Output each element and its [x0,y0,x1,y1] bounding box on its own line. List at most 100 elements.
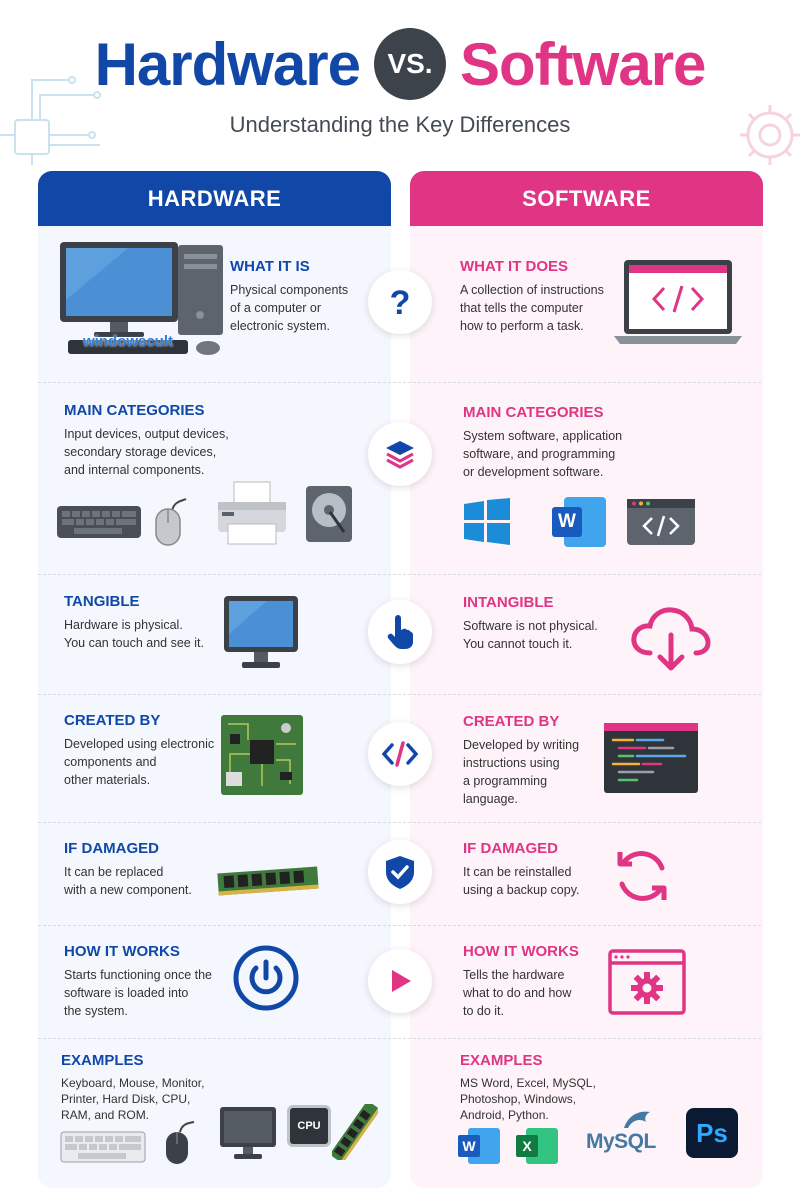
section-title: WHAT IT IS [230,258,310,275]
desktop-computer-icon [60,242,223,355]
example-monitor-icon [220,1107,276,1159]
section-text: System software, application software, a… [463,429,623,479]
title-hardware: Hardware [94,30,361,98]
layers-icon [386,441,414,469]
play-icon [392,970,411,992]
word-example-logo: W [458,1128,500,1164]
center-touch [368,600,432,664]
mysql-text: MySQL [586,1130,656,1154]
circuit-decoration [0,76,101,165]
mysql-wordmark: MySQL [586,1130,656,1153]
question-icon: ? [390,284,411,320]
section-title: EXAMPLES [460,1052,543,1069]
section-text: Developed using electronic components an… [64,737,215,787]
section-title: IF DAMAGED [463,840,558,857]
sw-if-damaged: IF DAMAGED It can be reinstalled using a… [463,840,613,899]
row-divider [38,1038,761,1039]
hw-how-it-works: HOW IT WORKS Starts functioning once the… [64,943,224,1020]
monitor-icon [224,596,298,668]
row-divider [38,574,761,575]
watermark: windowscult [83,333,173,350]
photoshop-logo: Ps [686,1108,738,1158]
hw-what-it-is: WHAT IT IS Physical components of a comp… [230,258,380,335]
center-shield [368,840,432,904]
section-title: IF DAMAGED [64,840,159,857]
gear-decoration [740,105,800,165]
ram-module-icon [217,866,319,896]
section-title: CREATED BY [64,712,161,729]
example-mouse-icon [166,1121,195,1164]
section-text: Software is not physical. You cannot tou… [463,619,598,651]
example-ram-icon [332,1104,378,1160]
section-title: WHAT IT DOES [460,258,569,275]
example-keyboard-icon [60,1131,146,1163]
row-divider [38,925,761,926]
windows-logo-icon [464,498,510,545]
vs-badge: VS. [374,28,447,100]
cloud-download-icon [631,607,711,671]
word-logo-icon: W [552,497,606,547]
hw-examples: EXAMPLES Keyboard, Mouse, Monitor, Print… [61,1052,231,1123]
center-layers [368,422,432,486]
section-title: MAIN CATEGORIES [463,404,604,421]
code-window-icon [627,499,695,545]
section-text: Tells the hardware what to do and how to… [463,968,572,1018]
sw-what-it-does: WHAT IT DOES A collection of instruction… [460,258,620,335]
sw-created-by: CREATED BY Developed by writing instruct… [463,713,603,808]
hw-main-categories: MAIN CATEGORIES Input devices, output de… [64,402,364,479]
refresh-icon [617,851,667,901]
section-text: Keyboard, Mouse, Monitor, Printer, Hard … [61,1076,205,1122]
section-text: Hardware is physical. You can touch and … [64,618,204,650]
cpu-chip-icon: CPU [290,1108,328,1144]
excel-example-letter: X [516,1135,538,1157]
code-icon [381,741,419,767]
center-code [368,722,432,786]
row-divider [38,382,761,383]
section-text: MS Word, Excel, MySQL, Photoshop, Window… [460,1076,596,1122]
mouse-icon [155,498,187,546]
sw-examples: EXAMPLES MS Word, Excel, MySQL, Photosho… [460,1052,630,1123]
section-title: HOW IT WORKS [463,943,579,960]
dolphin-icon [624,1111,650,1128]
touch-hand-icon [387,615,414,649]
sw-intangible: INTANGIBLE Software is not physical. You… [463,594,623,653]
software-column-header: SOFTWARE [410,171,763,226]
section-text: A collection of instructions that tells … [460,283,604,333]
section-title: CREATED BY [463,713,560,730]
section-text: Input devices, output devices, secondary… [64,427,229,477]
row-divider [38,694,761,695]
shield-check-icon [386,856,414,889]
mysql-logo: MySQL [586,1106,666,1158]
hardware-column-header: HARDWARE [38,171,391,226]
sw-main-categories: MAIN CATEGORIES System software, applica… [463,404,763,481]
laptop-code-icon [614,260,742,344]
section-text: It can be reinstalled using a backup cop… [463,865,580,897]
section-title: TANGIBLE [64,593,140,610]
excel-example-logo: X [516,1128,558,1164]
hw-created-by: CREATED BY Developed using electronic co… [64,712,219,789]
hw-if-damaged: IF DAMAGED It can be replaced with a new… [64,840,214,899]
section-text: It can be replaced with a new component. [64,865,192,897]
power-icon [233,945,299,1011]
hard-disk-icon [306,486,352,542]
code-editor-icon [604,723,698,793]
settings-window-icon [608,949,686,1015]
word-letter: W [552,507,582,537]
word-example-letter: W [458,1135,480,1157]
section-text: Developed by writing instructions using … [463,738,580,806]
keyboard-icon [57,506,141,538]
svg-text:?: ? [390,284,411,320]
circuit-board-icon [221,715,303,795]
row-divider [38,822,761,823]
center-question: ? [368,270,432,334]
section-text: Physical components of a computer or ele… [230,283,349,333]
section-title: HOW IT WORKS [64,943,180,960]
section-text: Starts functioning once the software is … [64,968,213,1018]
hw-tangible: TANGIBLE Hardware is physical. You can t… [64,593,214,652]
title-row: Hardware VS. Software [0,28,800,100]
printer-icon [218,481,286,545]
title-software: Software [460,30,706,98]
center-play [368,949,432,1013]
section-title: INTANGIBLE [463,594,554,611]
section-title: MAIN CATEGORIES [64,402,205,419]
